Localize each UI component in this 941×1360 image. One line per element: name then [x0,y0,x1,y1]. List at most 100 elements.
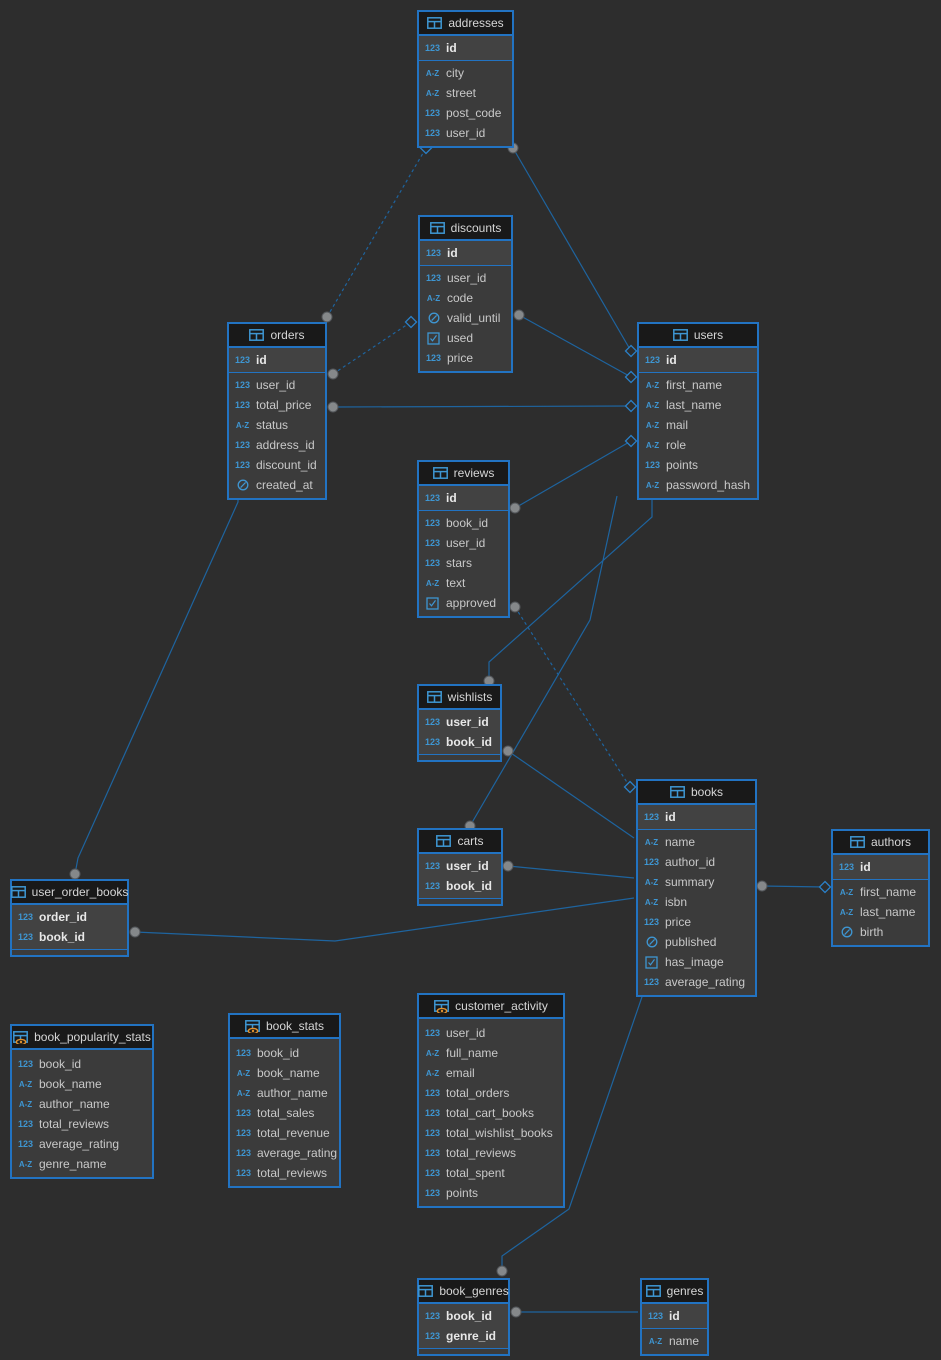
column-row-valid_until[interactable]: valid_until [420,308,511,328]
table-header-carts[interactable]: carts [419,830,501,854]
table-header-discounts[interactable]: discounts [420,217,511,241]
table-header-book_genres[interactable]: book_genres [418,1280,509,1304]
column-row-has_image[interactable]: has_image [638,952,755,972]
table-header-wishlists[interactable]: wishlists [419,686,500,710]
table-header-book_stats[interactable]: book_stats [230,1015,339,1039]
table-header-addresses[interactable]: addresses [419,12,512,36]
table-header-user_order_books[interactable]: user_order_books [10,881,128,905]
table-header-authors[interactable]: authors [833,831,928,855]
table-header-users[interactable]: users [639,324,757,348]
column-row-birth[interactable]: birth [833,922,928,942]
table-header-customer_activity[interactable]: customer_activity [419,995,563,1019]
table-header-books[interactable]: books [638,781,755,805]
table-header-book_popularity_stats[interactable]: book_popularity_stats [12,1026,152,1050]
table-header-genres[interactable]: genres [642,1280,707,1304]
column-row-used[interactable]: used [420,328,511,348]
table-header-orders[interactable]: orders [229,324,325,348]
column-row-approved[interactable]: approved [419,593,508,613]
table-header-reviews[interactable]: reviews [419,462,508,486]
